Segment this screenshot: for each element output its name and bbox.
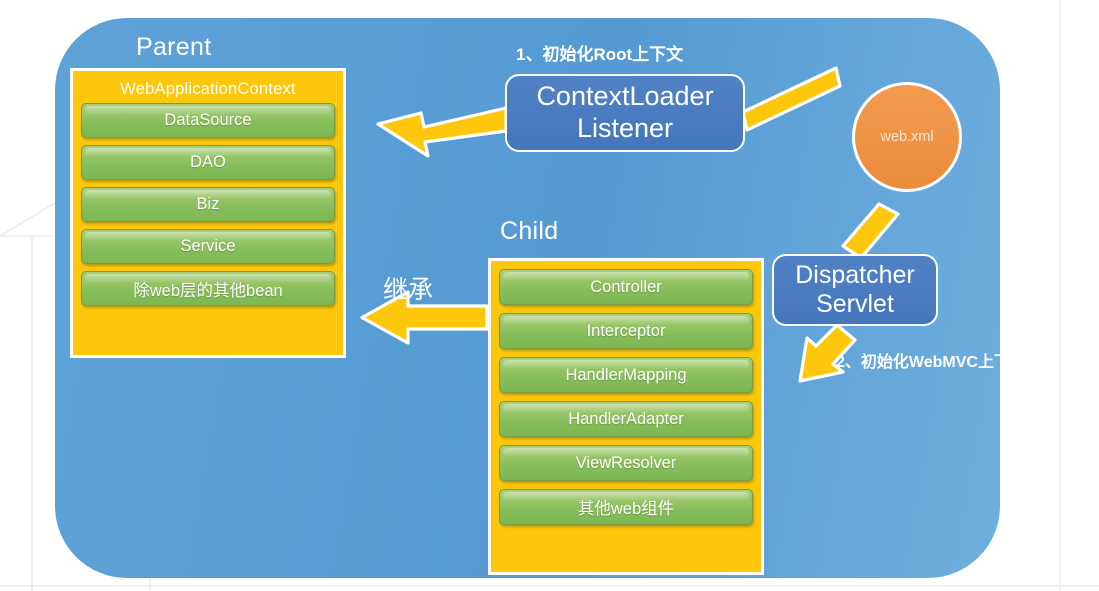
bean-label: Interceptor	[586, 321, 666, 340]
inherit-label: 继承	[383, 276, 434, 304]
bean-dao[interactable]: DAO	[81, 145, 335, 180]
child-bean-list: Controller Interceptor HandlerMapping Ha…	[491, 261, 761, 541]
parent-context-title: WebApplicationContext	[120, 80, 296, 98]
context-loader-listener-label-line1: ContextLoader	[536, 81, 714, 112]
bean-handleradapter[interactable]: HandlerAdapter	[499, 401, 753, 437]
web-xml-label: web.xml	[880, 129, 934, 145]
child-section-caption: Child	[500, 217, 559, 245]
bean-service[interactable]: Service	[81, 229, 335, 264]
parent-context-box[interactable]: WebApplicationContext DataSource DAO Biz…	[70, 68, 346, 358]
bean-datasource[interactable]: DataSource	[81, 103, 335, 138]
connector-webxml-to-listener-icon	[741, 66, 842, 132]
context-loader-listener-node[interactable]: ContextLoader Listener	[505, 74, 745, 152]
step1-label: 1、初始化Root上下文	[516, 45, 684, 64]
web-xml-node[interactable]: web.xml	[852, 82, 962, 192]
arrow-dispatcher-to-child-icon	[798, 323, 857, 383]
context-loader-listener-label-line2: Listener	[576, 113, 674, 143]
bean-handlermapping[interactable]: HandlerMapping	[499, 357, 753, 393]
bean-other-web-components[interactable]: 其他web组件	[499, 489, 753, 525]
bean-label: Service	[180, 237, 236, 255]
bean-other-non-web[interactable]: 除web层的其他bean	[81, 271, 335, 306]
dispatcher-servlet-label-line2: Servlet	[816, 290, 894, 318]
bean-label: HandlerMapping	[565, 365, 687, 384]
dispatcher-servlet-label-line1: Dispatcher	[795, 260, 915, 289]
parent-section-caption: Parent	[136, 33, 212, 61]
bean-label: Biz	[196, 195, 220, 213]
bean-biz[interactable]: Biz	[81, 187, 335, 222]
bean-label: HandlerAdapter	[568, 409, 684, 428]
arrow-child-to-parent-icon	[360, 290, 489, 345]
step2-label: 2、初始化WebMVC上下文	[836, 354, 1026, 371]
parent-bean-list: DataSource DAO Biz Service 除web层的其他bean	[73, 103, 343, 314]
bean-label: Controller	[590, 277, 662, 296]
child-context-box[interactable]: Controller Interceptor HandlerMapping Ha…	[488, 258, 764, 575]
connector-webxml-to-dispatcher-icon	[841, 202, 900, 260]
bean-label: DataSource	[164, 111, 252, 129]
bean-label: 除web层的其他bean	[133, 281, 283, 300]
bean-controller[interactable]: Controller	[499, 269, 753, 305]
bean-label: DAO	[190, 153, 226, 171]
arrow-root-to-parent-icon	[376, 106, 508, 158]
bean-label: 其他web组件	[577, 500, 675, 518]
dispatcher-servlet-node[interactable]: Dispatcher Servlet	[772, 254, 938, 326]
bean-interceptor[interactable]: Interceptor	[499, 313, 753, 349]
bean-label: ViewResolver	[575, 453, 677, 472]
bean-viewresolver[interactable]: ViewResolver	[499, 445, 753, 481]
